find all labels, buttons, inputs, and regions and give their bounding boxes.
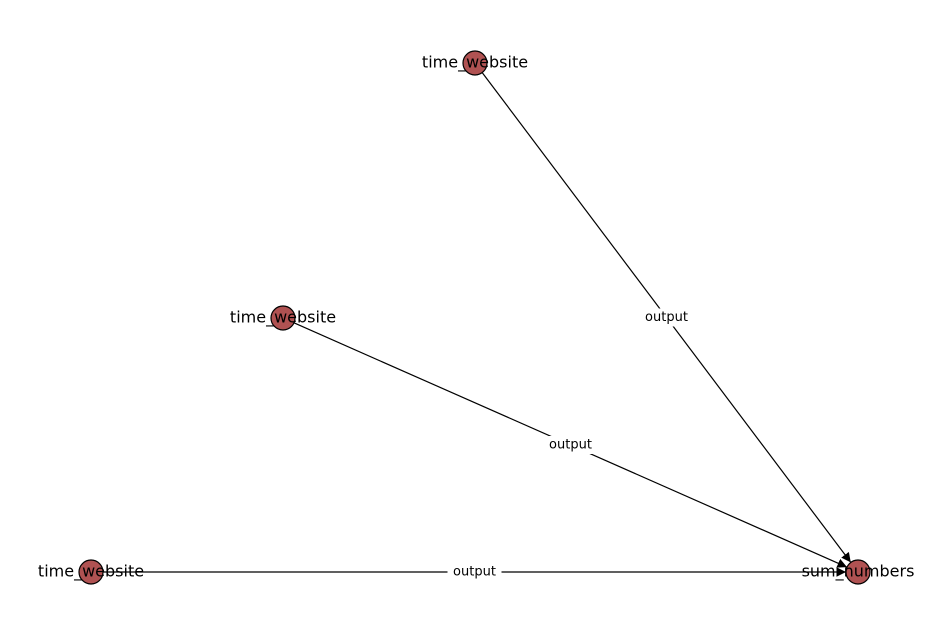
node-time-website-2[interactable] [270,305,296,331]
edge-label-3: output [453,565,496,580]
node-sum-numbers-4[interactable] [845,559,871,585]
edge-label-1: output [645,310,688,325]
node-label-3: time_website [38,562,144,582]
node-label-4: sum_numbers [802,562,915,582]
node-time-website-3[interactable] [78,559,104,585]
nodes-layer: time_website time_website time_website sum_… [38,50,915,585]
edge-label-2: output [549,438,592,453]
edge-label-background-1 [639,308,694,327]
node-label-2: time_website [230,308,336,328]
node-label-1: time_website [422,53,528,73]
node-time-website-1[interactable] [462,50,488,76]
edge-label-background-2 [543,436,598,454]
edge-label-background-3 [447,563,502,581]
edges-layer: output output output [103,72,852,581]
